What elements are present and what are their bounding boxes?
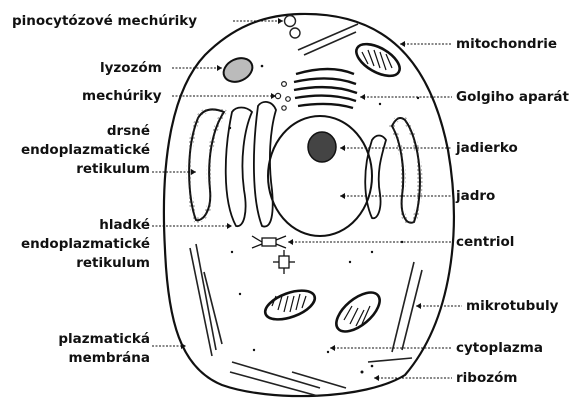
label-nucleus: jadro — [456, 187, 495, 205]
mitochondrion-bottom-right — [330, 285, 387, 338]
label-pinocytotic-vesicles: pinocytózové mechúriky — [12, 12, 197, 30]
label-smooth-er-line3: retikulum — [10, 254, 150, 273]
nucleolus — [308, 132, 336, 162]
rough-er-right — [392, 118, 420, 223]
label-rough-er: drsné endoplazmatické retikulum — [10, 122, 150, 179]
vesicles — [275, 82, 290, 111]
golgi-apparatus — [294, 69, 357, 108]
mitochondrion-bottom-left — [261, 285, 318, 325]
label-plasma-membrane: plazmatická membrána — [10, 330, 150, 368]
label-microtubules: mikrotubuly — [466, 297, 558, 315]
rough-er-left — [189, 110, 224, 221]
label-ribosome: ribozóm — [456, 369, 517, 387]
label-rough-er-line3: retikulum — [10, 160, 150, 179]
label-smooth-er-line1: hladké — [10, 216, 150, 235]
label-plasma-membrane-line1: plazmatická — [10, 330, 150, 349]
label-lysosome: lyzozóm — [100, 59, 162, 77]
label-nucleolus: jadierko — [456, 139, 518, 157]
label-mitochondria: mitochondrie — [456, 35, 557, 53]
lysosome — [220, 54, 256, 87]
label-rough-er-line1: drsné — [10, 122, 150, 141]
microtubules-top — [298, 24, 358, 55]
label-golgi-apparatus: Golgiho aparát — [456, 88, 569, 106]
label-centriole: centriol — [456, 233, 514, 251]
label-plasma-membrane-line2: membrána — [10, 349, 150, 368]
label-vesicles: mechúriky — [82, 87, 162, 105]
microtubules-bottom — [190, 244, 422, 396]
pinocytotic-vesicles — [285, 16, 301, 39]
label-smooth-er-line2: endoplazmatické — [10, 235, 150, 254]
label-rough-er-line2: endoplazmatické — [10, 141, 150, 160]
label-cytoplasm: cytoplazma — [456, 339, 543, 357]
label-smooth-er: hladké endoplazmatické retikulum — [10, 216, 150, 273]
